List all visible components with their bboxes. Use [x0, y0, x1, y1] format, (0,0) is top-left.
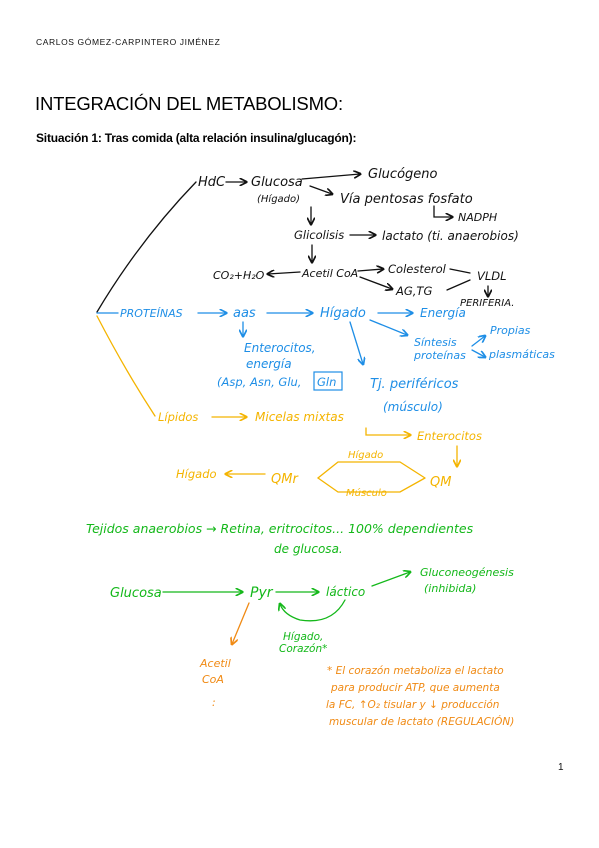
note-corazon: Corazón*: [279, 643, 327, 655]
note-glucogeno: Glucógeno: [368, 167, 438, 182]
note-proteinas: PROTEÍNAS: [120, 307, 183, 320]
note-lactato: lactato (ti. anaerobios): [382, 229, 519, 243]
note-qm: QM: [430, 475, 451, 490]
note-acetil-orange: Acetil: [199, 657, 231, 670]
page-number: 1: [558, 762, 564, 773]
note-glicolisis: Glicolisis: [294, 228, 344, 242]
note-sintesis-proteinas: proteínas: [413, 349, 466, 362]
note-qmr: QMr: [271, 472, 299, 487]
arrow-acetil-co2: [268, 272, 301, 274]
note-corazon-line4: muscular de lactato (REGULACIÓN): [329, 715, 514, 728]
arrow-glucosa-via: [309, 185, 332, 194]
document-header-author: CARLOS GÓMEZ-CARPINTERO JIMÉNEZ: [36, 37, 221, 47]
arrow-higado-sintesis: [369, 319, 407, 335]
arrow-lactico-gluconeogenesis: [371, 572, 410, 587]
note-nadph: NADPH: [458, 211, 497, 224]
line-colesterol-vldl: [449, 268, 471, 274]
note-gluconeogenesis: Gluconeogénesis: [420, 566, 514, 579]
note-corazon-line1: * El corazón metaboliza el lactato: [327, 665, 504, 677]
page-title: INTEGRACIÓN DEL METABOLISMO:: [35, 93, 343, 114]
note-aas: aas: [233, 306, 256, 321]
arrow-via-nadph: [433, 205, 452, 217]
note-ag-tg: AG,TG: [395, 284, 432, 298]
note-higado-blue: Hígado: [320, 306, 366, 321]
section-subtitle: Situación 1: Tras comida (alta relación …: [36, 131, 357, 145]
note-energia: Energía: [420, 306, 466, 320]
note-glucosa-green: Glucosa: [110, 586, 162, 601]
note-acetil-coa: Acetil CoA: [301, 267, 358, 280]
note-musculo-blue: (músculo): [383, 400, 443, 414]
note-de-glucosa: de glucosa.: [274, 542, 343, 556]
branch-line-lipidos: [96, 315, 156, 417]
note-colesterol: Colesterol: [388, 262, 447, 276]
note-higado-yellow-top: Hígado: [348, 449, 383, 461]
arrow-pyr-acetil: [232, 602, 250, 644]
note-higado-yellow: Hígado: [176, 467, 217, 481]
arrow-glucosa-glucogeno: [301, 174, 360, 180]
note-lactico: láctico: [326, 585, 365, 599]
arrow-higado-tj: [349, 321, 363, 364]
gln-box: [313, 371, 343, 391]
note-hdc: HdC: [198, 175, 226, 190]
cycle-qm-qmr: [316, 461, 426, 493]
arrow-lactico-pyr-return: [280, 599, 346, 622]
note-coa-orange: CoA: [202, 673, 224, 686]
note-enterocitos-blue: Enterocitos,: [244, 341, 316, 355]
note-aminoacids: (Asp, Asn, Glu,: [217, 375, 301, 389]
note-micelas: Micelas mixtas: [255, 410, 344, 424]
note-tejidos-anaerobios: Tejidos anaerobios → Retina, eritrocitos…: [86, 521, 474, 536]
note-higado-green: Hígado,: [283, 631, 323, 643]
note-energia-blue: energía: [246, 357, 292, 371]
note-corazon-line3: la FC, ↑O₂ tisular y ↓ producción: [326, 699, 499, 711]
note-enterocitos-yellow: Enterocitos: [417, 429, 482, 443]
note-inhibida: (inhibida): [424, 582, 476, 595]
note-via-pentosas: Vía pentosas fosfato: [340, 192, 473, 207]
branch-line-hdc: [96, 181, 197, 313]
note-gln: Gln: [317, 375, 336, 389]
note-glucosa: Glucosa: [251, 175, 303, 190]
note-pyr: Pyr: [250, 585, 274, 601]
note-dots: :: [212, 696, 216, 709]
note-co2-h2o: CO₂+H₂O: [213, 269, 265, 282]
note-tj-perifericos: Tj. periféricos: [370, 377, 459, 392]
note-corazon-line2: para producir ATP, que aumenta: [330, 682, 500, 694]
note-higado-black: (Hígado): [257, 193, 300, 205]
note-vldl: VLDL: [477, 269, 507, 283]
note-propias: Propias: [490, 324, 531, 337]
arrow-sintesis-plasmaticas: [471, 349, 485, 357]
note-musculo-yellow: Músculo: [346, 487, 387, 499]
arrow-acetil-ag: [359, 276, 392, 289]
note-sintesis: Síntesis: [414, 336, 457, 349]
arrow-acetil-colesterol: [357, 269, 383, 271]
line-ag-vldl: [446, 279, 471, 291]
note-lipidos: Lípidos: [158, 410, 198, 424]
arrow-micelas-enterocitos: [365, 427, 410, 435]
arrow-sintesis-propias: [471, 336, 485, 347]
note-periferia: PERIFERIA.: [460, 298, 514, 309]
note-plasmaticas: plasmáticas: [488, 348, 555, 361]
